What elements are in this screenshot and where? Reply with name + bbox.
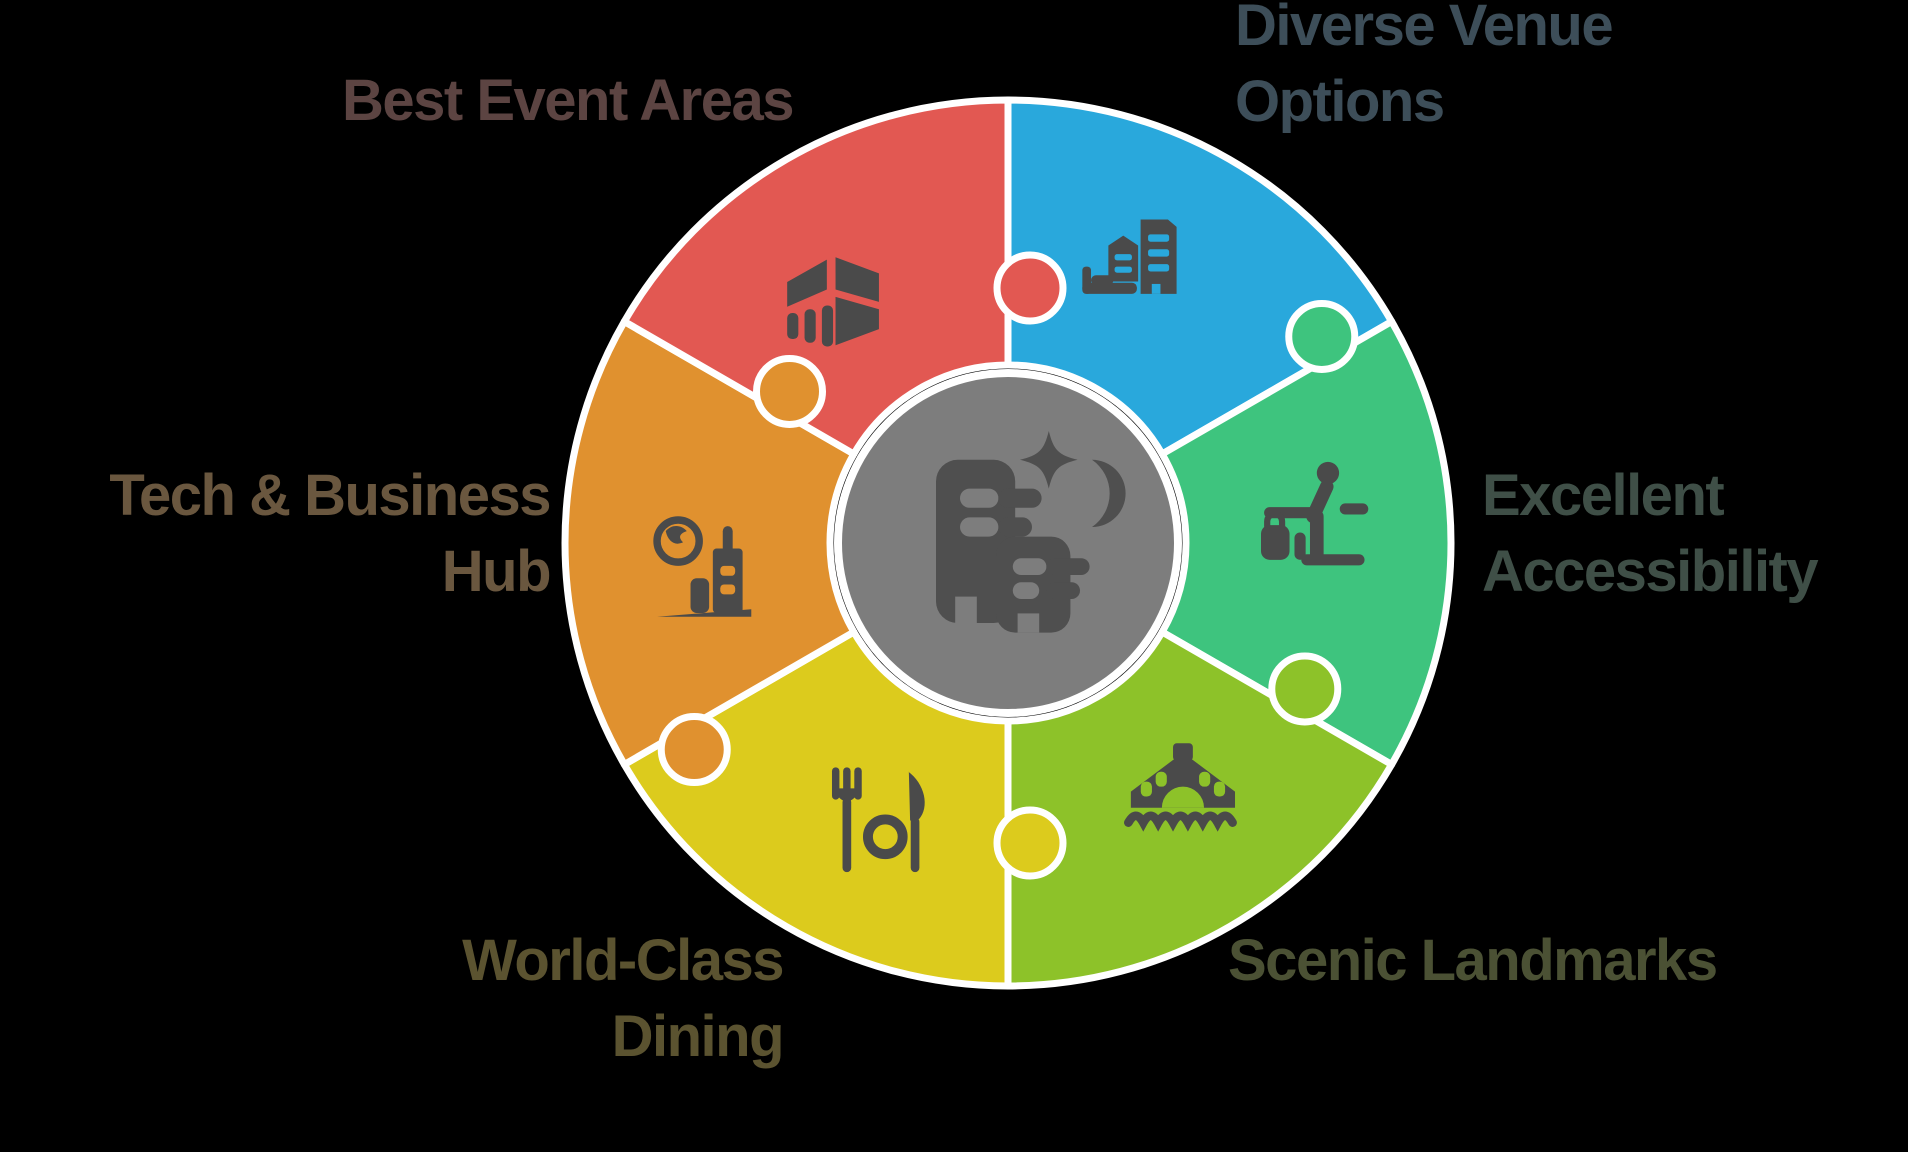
puzzle-knob-excellent-accessibility [1285, 299, 1359, 373]
segment-excellent-accessibility [1158, 318, 1455, 768]
label-line: Tech & Business [109, 463, 551, 528]
segment-tech-business-hub [561, 318, 858, 768]
label-line: World-Class [462, 928, 784, 993]
label-line: Hub [441, 539, 552, 604]
puzzle-knob-tech-business-hub [753, 354, 827, 428]
segment-diverse-venue-options [1004, 96, 1396, 458]
label-line: Accessibility [1482, 539, 1819, 604]
puzzle-knob-scenic-landmarks [1268, 652, 1342, 726]
label-line: Best Event Areas [342, 68, 794, 133]
label-world-class-dining: World-Class Dining [462, 923, 785, 1075]
puzzle-knob-best-event-areas [993, 251, 1067, 325]
label-tech-business-hub: Tech & Business Hub [109, 458, 552, 610]
label-line: Options [1235, 69, 1445, 134]
label-line: Scenic Landmarks [1228, 928, 1718, 993]
label-line: Diverse Venue [1235, 0, 1614, 58]
label-scenic-landmarks: Scenic Landmarks [1228, 923, 1718, 999]
label-excellent-accessibility: Excellent Accessibility [1482, 458, 1819, 610]
puzzle-knob-world-class-dining [993, 806, 1067, 880]
segment-world-class-dining [620, 628, 1012, 990]
label-line: Dining [611, 1004, 785, 1069]
label-diverse-venue-options: Diverse Venue Options [1235, 0, 1614, 140]
label-best-event-areas: Best Event Areas [342, 63, 794, 139]
label-line: Excellent [1482, 463, 1725, 528]
puzzle-knob-tech-business-hub [657, 713, 731, 787]
